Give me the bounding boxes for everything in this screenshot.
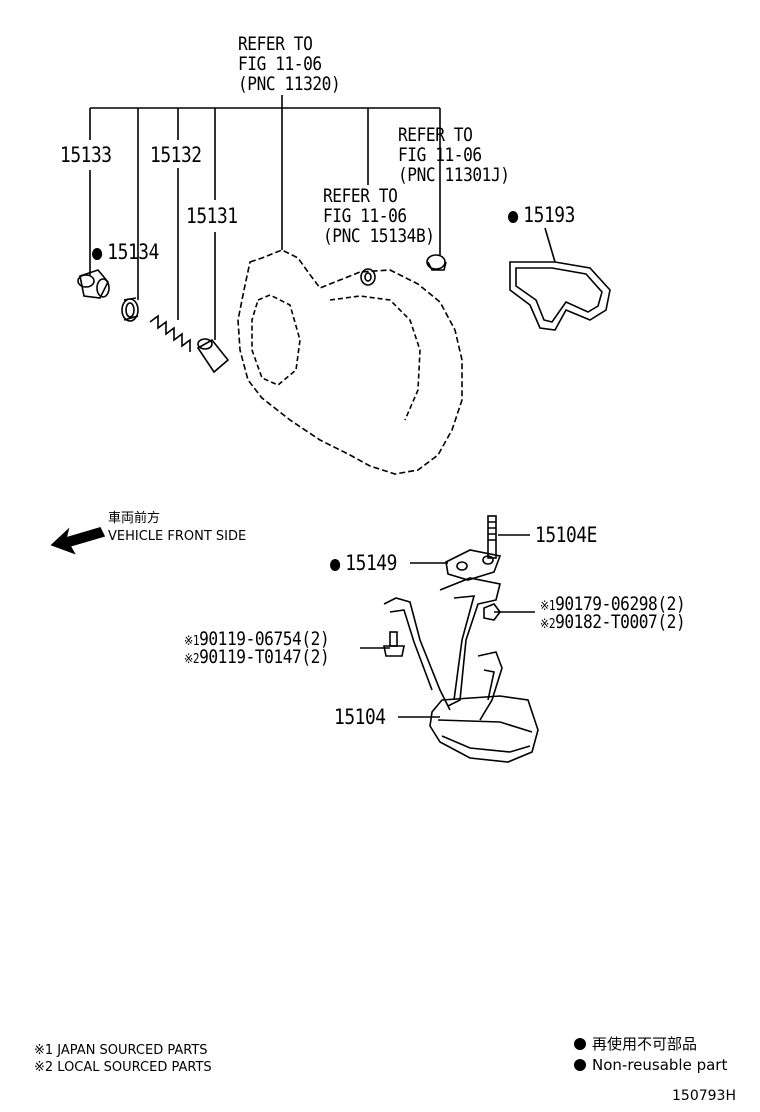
non-reusable-dot-icon bbox=[330, 559, 341, 571]
nut-line1: ※190179-06298(2) bbox=[540, 593, 686, 615]
bolt-line1: ※190119-06754(2) bbox=[184, 628, 330, 650]
non-reusable-dot-icon bbox=[508, 211, 519, 223]
ref1-line2: FIG 11-06 bbox=[238, 53, 322, 75]
ref2-line3: (PNC 11301J) bbox=[398, 164, 510, 186]
legend-jp: 再使用不可部品 bbox=[574, 1034, 697, 1054]
non-reusable-dot-icon bbox=[574, 1038, 586, 1050]
part-15149: 15149 bbox=[330, 553, 397, 574]
non-reusable-dot-icon bbox=[574, 1059, 586, 1071]
ref1-line3: (PNC 11320) bbox=[238, 73, 341, 95]
ref3-line3: (PNC 15134B) bbox=[323, 225, 435, 247]
footnote-japan: ※1 JAPAN SOURCED PARTS bbox=[34, 1043, 208, 1058]
part-15193: 15193 bbox=[508, 205, 575, 226]
ref2-line2: FIG 11-06 bbox=[398, 144, 482, 166]
direction-jp: 車両前方 bbox=[108, 511, 161, 526]
part-15104E: 15104E bbox=[535, 523, 597, 547]
part-15132: 15132 bbox=[150, 143, 202, 167]
direction-en: VEHICLE FRONT SIDE bbox=[108, 529, 247, 544]
part-15134: 15134 bbox=[92, 242, 159, 263]
part-15131: 15131 bbox=[186, 204, 238, 228]
ref3-line2: FIG 11-06 bbox=[323, 205, 407, 227]
diagram-id: 150793H bbox=[672, 1088, 736, 1104]
part-15104: 15104 bbox=[334, 705, 386, 729]
bolt-line2: ※290119-T0147(2) bbox=[184, 646, 330, 668]
legend-en: Non-reusable part bbox=[574, 1055, 727, 1075]
ref3-line1: REFER TO bbox=[323, 185, 398, 207]
footnote-local: ※2 LOCAL SOURCED PARTS bbox=[34, 1060, 212, 1075]
nut-line2: ※290182-T0007(2) bbox=[540, 611, 686, 633]
part-15133: 15133 bbox=[60, 143, 112, 167]
non-reusable-dot-icon bbox=[92, 248, 103, 260]
ref2-line1: REFER TO bbox=[398, 124, 473, 146]
ref1-line1: REFER TO bbox=[238, 33, 313, 55]
